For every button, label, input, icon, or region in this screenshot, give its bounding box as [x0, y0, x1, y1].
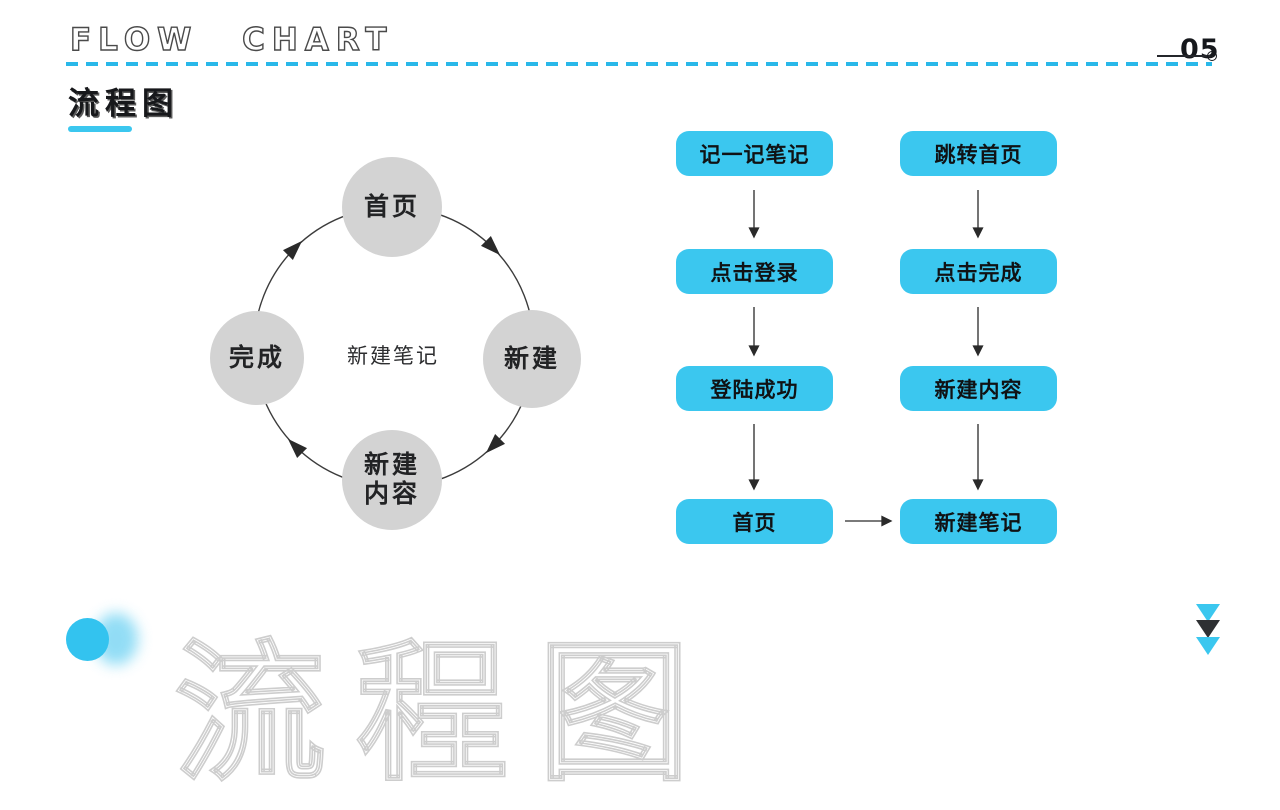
cycle-node-label: 首页 — [363, 191, 420, 221]
down-arrow-icon — [972, 424, 984, 491]
deco-circle — [66, 618, 109, 661]
flow-step-new-content: 新建内容 — [900, 366, 1057, 411]
cycle-node-home: 首页 — [342, 157, 442, 257]
flow-step-home: 首页 — [676, 499, 833, 544]
triangle-down-icon — [1196, 604, 1220, 622]
page-title: 流程图 — [68, 86, 179, 122]
flow-step-take-note: 记一记笔记 — [676, 131, 833, 176]
cycle-arrows — [282, 235, 506, 459]
flow-step-new-note: 新建笔记 — [900, 499, 1057, 544]
right-arrow-icon — [845, 515, 893, 527]
flow-step-login-success: 登陆成功 — [676, 366, 833, 411]
cycle-node-label-line1: 新建 — [363, 450, 420, 480]
triangle-down-icon — [1196, 637, 1220, 655]
cycle-node-new-content: 新建 内容 — [342, 430, 442, 530]
cycle-arrow-icon — [287, 438, 308, 459]
record-dot-icon — [1207, 51, 1217, 61]
down-arrow-icon — [748, 307, 760, 357]
dashed-divider — [66, 62, 1212, 66]
cycle-node-label-line2: 内容 — [363, 479, 420, 508]
cycle-arrow-icon — [480, 235, 501, 256]
down-arrow-icon — [748, 424, 760, 491]
flow-step-click-login: 点击登录 — [676, 249, 833, 294]
cycle-arrow-icon — [485, 433, 506, 454]
cycle-node-label: 新建 — [503, 343, 560, 373]
cycle-center-label: 新建笔记 — [347, 344, 439, 368]
background-watermark-text: 流程图 — [173, 624, 720, 803]
flow-step-click-done: 点击完成 — [900, 249, 1057, 294]
triangle-down-icon — [1196, 620, 1220, 638]
page-number-underline — [1157, 55, 1213, 57]
down-arrow-icon — [972, 190, 984, 239]
flow-step-jump-home: 跳转首页 — [900, 131, 1057, 176]
cycle-arrow-icon — [282, 240, 303, 261]
title-accent-bar — [68, 126, 132, 132]
cycle-node-label: 完成 — [228, 342, 285, 372]
cycle-node-new: 新建 — [483, 310, 581, 408]
cycle-node-done: 完成 — [210, 311, 304, 405]
header-eyebrow: FLOW CHART — [69, 21, 394, 58]
down-arrow-icon — [748, 190, 760, 239]
down-arrow-icon — [972, 307, 984, 357]
